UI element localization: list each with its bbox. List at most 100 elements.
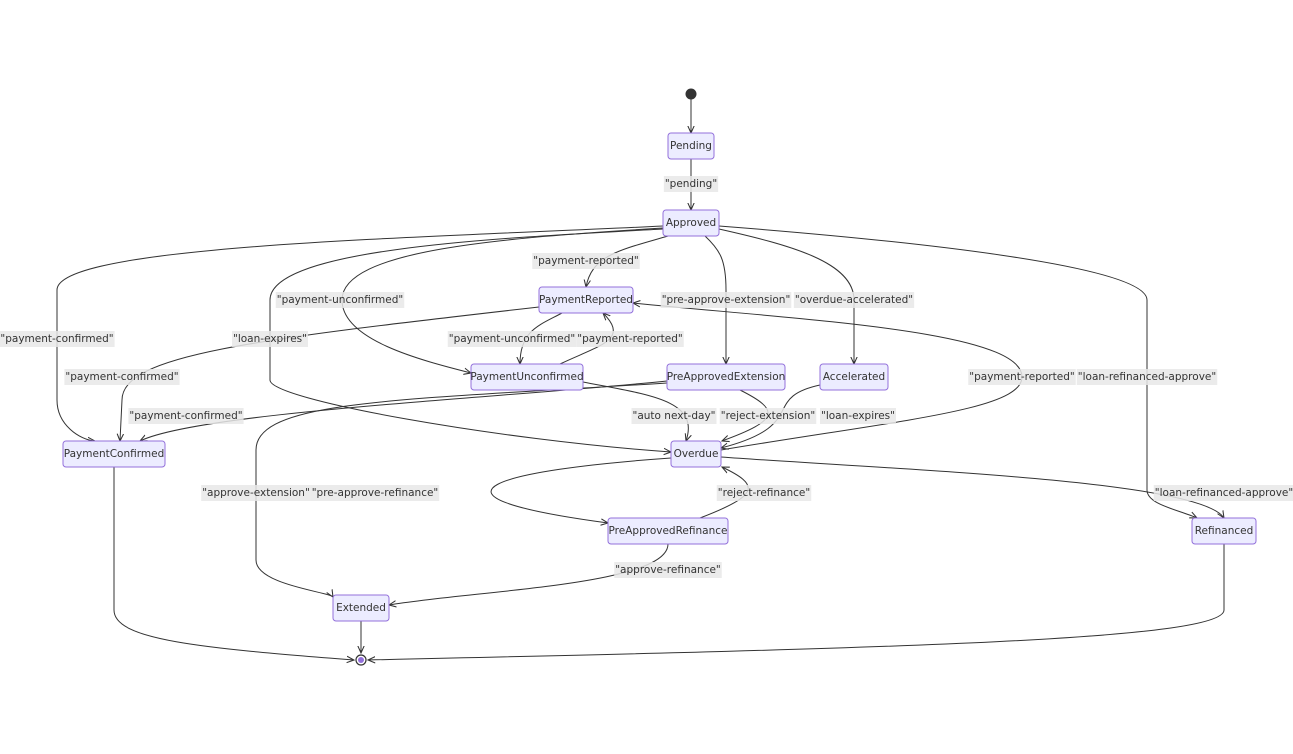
transition-label-text: "auto next-day" xyxy=(633,410,716,422)
state-label: Overdue xyxy=(674,448,719,460)
transition-label: "overdue-accelerated" xyxy=(793,292,915,308)
state-label: PreApprovedRefinance xyxy=(609,525,728,537)
state-box[interactable] xyxy=(670,440,722,468)
transition-label-background xyxy=(631,408,717,424)
state-preapprovedrefinance[interactable]: PreApprovedRefinance xyxy=(607,517,729,545)
state-box[interactable] xyxy=(607,517,729,545)
transition-label-text: "loan-refinanced-approve" xyxy=(1078,371,1216,383)
state-label: PaymentReported xyxy=(539,294,633,306)
transition-label-text: "loan-expires" xyxy=(821,410,895,422)
transition-label: "reject-extension" xyxy=(719,408,817,424)
transition-paymentreported-to-paymentunconfirmed xyxy=(520,312,563,364)
transition-labels-layer: "pending" "payment-reported" "payment-unco… xyxy=(0,176,1293,578)
transition-label-text: "loan-refinanced-approve" xyxy=(1155,487,1293,499)
state-paymentunconfirmed[interactable]: PaymentUnconfirmed xyxy=(470,363,584,391)
state-box[interactable] xyxy=(1191,517,1257,545)
transition-preapprovedrefinance-to-extended xyxy=(389,543,669,605)
state-label: Pending xyxy=(670,140,712,152)
start-state-icon xyxy=(685,88,697,100)
transition-approved-to-paymentconfirmed xyxy=(56,225,664,441)
transition-label-text: "overdue-accelerated" xyxy=(795,294,913,306)
state-paymentreported[interactable]: PaymentReported xyxy=(538,286,634,314)
transition-label-text: "loan-expires" xyxy=(233,333,307,345)
transition-label: "pending" xyxy=(663,176,719,192)
transition-label: "pre-approve-refinance" xyxy=(310,485,440,501)
state-box[interactable] xyxy=(538,286,634,314)
transition-label-text: "approve-extension" xyxy=(202,487,310,499)
state-box[interactable] xyxy=(666,363,786,391)
state-box[interactable] xyxy=(667,132,715,160)
transition-label-background xyxy=(660,292,792,308)
transition-label-text: "pre-approve-refinance" xyxy=(312,487,439,499)
transition-label-text: "payment-reported" xyxy=(969,371,1074,383)
state-paymentconfirmed[interactable]: PaymentConfirmed xyxy=(62,440,166,468)
transition-label-background xyxy=(532,253,640,269)
state-label: Extended xyxy=(336,602,386,614)
transition-approved-to-paymentunconfirmed xyxy=(341,227,664,373)
state-label: Accelerated xyxy=(823,371,885,383)
end-state-icon xyxy=(355,654,367,666)
transition-refinanced-to-end xyxy=(368,544,1225,660)
transition-label-background xyxy=(614,562,722,578)
transition-paymentreported-to-paymentconfirmed xyxy=(120,306,540,441)
transition-label-text: "payment-unconfirmed" xyxy=(449,333,575,345)
transition-label-background xyxy=(663,176,719,192)
transition-label-background xyxy=(576,331,684,347)
state-refinanced[interactable]: Refinanced xyxy=(1191,517,1257,545)
transition-label-text: "payment-confirmed" xyxy=(65,371,178,383)
transition-label: "payment-unconfirmed" xyxy=(447,331,577,347)
transition-label: "pre-approve-extension" xyxy=(660,292,792,308)
transition-label-text: "payment-confirmed" xyxy=(0,333,113,345)
transition-label: "auto next-day" xyxy=(631,408,717,424)
transition-overdue-to-refinanced xyxy=(720,456,1224,518)
transition-label: "loan-refinanced-approve" xyxy=(1153,485,1293,501)
transition-label: "payment-confirmed" xyxy=(64,369,180,385)
transition-label: "loan-expires" xyxy=(232,331,308,347)
transition-label: "approve-extension" xyxy=(201,485,311,501)
state-box[interactable] xyxy=(470,363,584,391)
transition-label-text: "payment-reported" xyxy=(533,255,638,267)
transition-label: "reject-refinance" xyxy=(716,485,812,501)
transition-approved-to-refinanced xyxy=(718,225,1197,518)
state-box[interactable] xyxy=(332,594,390,622)
state-overdue[interactable]: Overdue xyxy=(670,440,722,468)
transition-approved-to-preapprovedextension xyxy=(704,235,726,364)
state-label: PaymentUnconfirmed xyxy=(470,371,583,383)
transition-label-background xyxy=(201,485,311,501)
transition-label-background xyxy=(310,485,440,501)
transition-label-background xyxy=(128,408,244,424)
state-box[interactable] xyxy=(819,363,889,391)
state-box[interactable] xyxy=(62,440,166,468)
transition-label-background xyxy=(1153,485,1293,501)
transition-label-background xyxy=(232,331,308,347)
transition-label-background xyxy=(0,331,115,347)
state-approved[interactable]: Approved xyxy=(662,209,720,237)
state-extended[interactable]: Extended xyxy=(332,594,390,622)
transition-label-background xyxy=(820,408,896,424)
state-label: PaymentConfirmed xyxy=(64,448,164,460)
transition-label-background xyxy=(716,485,812,501)
state-preapprovedextension[interactable]: PreApprovedExtension xyxy=(666,363,786,391)
transition-label-text: "payment-unconfirmed" xyxy=(277,294,403,306)
transition-label: "approve-refinance" xyxy=(614,562,722,578)
state-pending[interactable]: Pending xyxy=(667,132,715,160)
state-box[interactable] xyxy=(662,209,720,237)
transition-label-background xyxy=(719,408,817,424)
state-label: Approved xyxy=(666,217,716,229)
transition-label-background xyxy=(64,369,180,385)
transition-approved-to-overdue xyxy=(269,228,671,452)
end-state-inner-dot xyxy=(358,657,364,663)
transition-label-background xyxy=(1076,369,1218,385)
transition-label-text: "pending" xyxy=(665,178,717,190)
transition-label-background xyxy=(275,292,405,308)
state-label: PreApprovedExtension xyxy=(667,371,786,383)
state-label: Refinanced xyxy=(1195,525,1254,537)
transition-label: "payment-reported" xyxy=(532,253,640,269)
transition-label: "loan-refinanced-approve" xyxy=(1076,369,1218,385)
state-accelerated[interactable]: Accelerated xyxy=(819,363,889,391)
transition-paymentconfirmed-to-end xyxy=(113,467,354,660)
transition-label-text: "reject-extension" xyxy=(721,410,815,422)
transition-label: "payment-reported" xyxy=(968,369,1076,385)
transition-label-text: "payment-confirmed" xyxy=(129,410,242,422)
